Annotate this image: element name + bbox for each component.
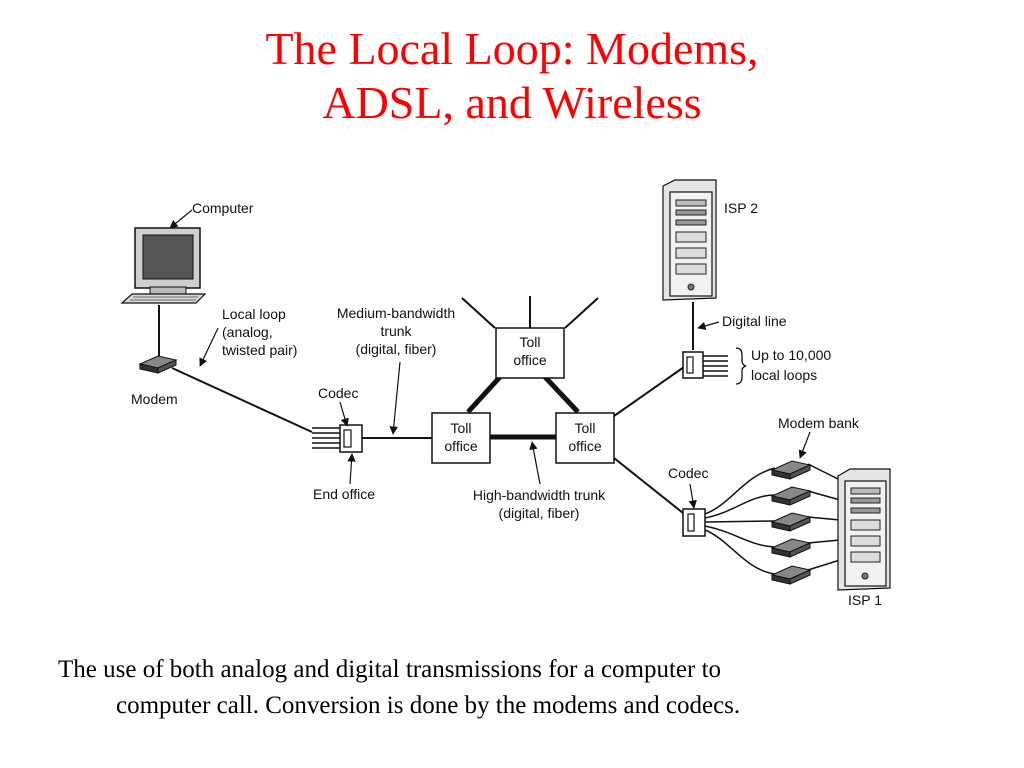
codec-right-label: Codec — [668, 465, 708, 481]
toll-office-left-label-1: Toll — [450, 420, 471, 436]
modem-bank-label: Modem bank — [778, 415, 860, 431]
toll-office-top-label-2: office — [513, 352, 546, 368]
local-loops-label-2: local loops — [751, 367, 817, 383]
high-trunk-pointer — [529, 441, 541, 485]
toll-office-right: Toll office — [555, 412, 615, 464]
toll-link-left — [466, 375, 502, 414]
high-trunk-label-1: High-bandwidth trunk — [473, 487, 606, 503]
toll-to-codec-right-line — [613, 457, 684, 514]
caption-line-1: The use of both analog and digital trans… — [58, 656, 722, 683]
codec-right-icon — [687, 513, 695, 532]
local-loops-brace — [735, 347, 747, 385]
medium-trunk-label-3: (digital, fiber) — [356, 341, 437, 357]
isp1-server-icon — [837, 468, 891, 591]
end-office-fanout — [312, 427, 340, 449]
bank-modem-4 — [770, 538, 812, 558]
computer-label: Computer — [192, 200, 254, 216]
modem-bank-pointer — [798, 431, 811, 459]
bank-to-isp1-lines — [807, 463, 841, 571]
toll-office-left-label-2: office — [444, 438, 477, 454]
digital-line-label: Digital line — [722, 313, 787, 329]
toll-to-isp2-line — [613, 366, 685, 417]
toll-office-left: Toll office — [431, 412, 491, 464]
isp2-office-fanout — [700, 355, 728, 377]
digital-line-pointer — [697, 321, 720, 330]
isp2-server-icon — [662, 179, 717, 301]
isp1-label: ISP 1 — [848, 592, 882, 608]
modem-icon — [138, 355, 178, 374]
local-loop-label-1: Local loop — [222, 306, 286, 322]
bank-modem-2 — [770, 486, 812, 506]
slide-title: The Local Loop: Modems, ADSL, and Wirele… — [0, 22, 1024, 130]
modem-bank-fanout — [704, 467, 776, 575]
title-line-1: The Local Loop: Modems, — [265, 23, 759, 74]
high-trunk-label-2: (digital, fiber) — [499, 505, 580, 521]
computer-pointer — [169, 209, 193, 229]
toll-top-spoke-left — [461, 297, 496, 329]
bank-modem-1 — [770, 460, 812, 480]
end-office-label: End office — [313, 486, 375, 502]
connection-lines — [158, 296, 841, 575]
medium-trunk-pointer — [389, 361, 401, 435]
toll-office-top-label-1: Toll — [519, 334, 540, 350]
isp2-codec-icon — [686, 356, 694, 374]
modem-label: Modem — [131, 391, 178, 407]
isp2-label: ISP 2 — [724, 200, 758, 216]
local-loop-line — [171, 367, 313, 433]
codec-left-label: Codec — [318, 385, 358, 401]
toll-office-top: Toll office — [495, 327, 565, 379]
bank-modem-3 — [770, 512, 812, 532]
slide-caption: The use of both analog and digital trans… — [58, 652, 988, 724]
title-line-2: ADSL, and Wireless — [322, 77, 702, 128]
toll-office-right-label-1: Toll — [574, 420, 595, 436]
toll-top-spoke-right — [564, 297, 599, 329]
local-loop-label-3: twisted pair) — [222, 342, 297, 358]
toll-link-right — [543, 375, 580, 414]
codec-left-icon — [343, 429, 352, 448]
medium-trunk-label-1: Medium-bandwidth — [337, 305, 455, 321]
end-office-pointer — [347, 453, 356, 485]
local-loops-label-1: Up to 10,000 — [751, 347, 831, 363]
caption-line-2: computer call. Conversion is done by the… — [116, 692, 741, 719]
local-loop-label-2: (analog, — [222, 324, 273, 340]
codec-right-pointer — [688, 483, 697, 509]
computer-icon — [120, 227, 207, 304]
local-loop-pointer — [199, 327, 219, 367]
modem-bank-icon — [770, 460, 812, 585]
codec-left-pointer — [339, 401, 349, 427]
bank-modem-5 — [770, 565, 812, 585]
medium-trunk-label-2: trunk — [380, 323, 412, 339]
toll-office-right-label-2: office — [568, 438, 601, 454]
